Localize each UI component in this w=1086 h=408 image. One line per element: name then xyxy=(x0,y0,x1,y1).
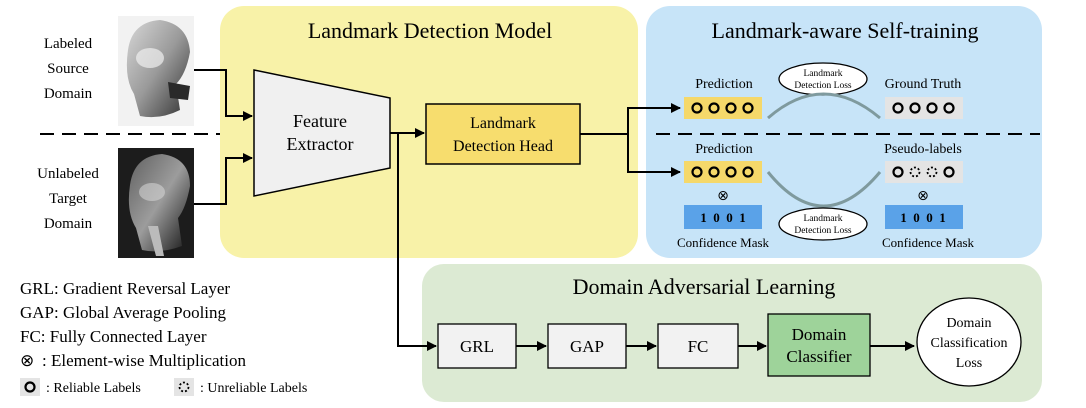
legend-fc: FC: Fully Connected Layer xyxy=(20,327,207,346)
svg-text:Landmark: Landmark xyxy=(803,214,842,224)
legend-unreliable: : Unreliable Labels xyxy=(200,381,307,396)
self-training-title: Landmark-aware Self-training xyxy=(712,18,979,43)
svg-text:Landmark: Landmark xyxy=(470,115,536,132)
legend-mult: : Element-wise Multiplication xyxy=(42,351,246,370)
source-domain-label: Labeled Source Domain xyxy=(44,36,93,102)
unreliable-label-icon xyxy=(178,381,190,393)
ground-truth-box xyxy=(885,97,963,119)
domain-classification-loss xyxy=(916,297,1022,387)
loss-label-bottom: Landmark Detection Loss xyxy=(794,214,852,236)
detection-head-label: Landmark Detection Head xyxy=(453,115,553,155)
svg-text:Target: Target xyxy=(49,191,88,207)
pseudo-labels-landmarks xyxy=(892,166,955,178)
domain-classifier-box xyxy=(767,313,871,377)
gap-label: GAP xyxy=(570,337,604,356)
legend-reliable-swatch xyxy=(20,378,40,396)
grl-box xyxy=(437,323,517,369)
svg-text:Labeled: Labeled xyxy=(44,36,93,52)
svg-text:Source: Source xyxy=(47,61,89,77)
head-to-source-prediction-arrow xyxy=(580,103,681,135)
domain-classifier-label: Domain Classifier xyxy=(786,325,851,366)
svg-text:Domain: Domain xyxy=(44,86,93,102)
loss-ellipse-bottom xyxy=(778,207,868,241)
svg-text:Detection Head: Detection Head xyxy=(453,138,553,155)
head-to-target-prediction-arrow xyxy=(627,134,681,177)
confidence-mask-left-caption: Confidence Mask xyxy=(677,235,770,250)
source-xray-image xyxy=(118,16,194,126)
model-panel-title: Landmark Detection Model xyxy=(308,18,552,43)
fc-box xyxy=(657,323,739,369)
svg-text:Loss: Loss xyxy=(956,356,982,371)
prediction-landmarks-top xyxy=(691,102,754,114)
adversarial-title: Domain Adversarial Learning xyxy=(573,274,836,299)
gap-box xyxy=(547,323,627,369)
pseudo-labels-box xyxy=(885,161,963,183)
svg-text:Extractor: Extractor xyxy=(287,134,354,154)
svg-text:Detection Loss: Detection Loss xyxy=(794,81,852,91)
legend-reliable: : Reliable Labels xyxy=(46,381,141,396)
target-domain-label: Unlabeled Target Domain xyxy=(37,166,99,232)
multiply-symbol-left: ⊗ xyxy=(717,188,729,204)
ground-truth-landmarks xyxy=(892,102,955,114)
grl-label: GRL xyxy=(460,337,494,356)
self-training-panel xyxy=(646,6,1042,258)
source-arrow xyxy=(194,69,253,121)
svg-text:Classification: Classification xyxy=(931,336,1008,351)
ground-truth-label: Ground Truth xyxy=(885,77,962,92)
extractor-to-grl-arrow xyxy=(397,133,437,351)
prediction-box-bottom xyxy=(684,161,762,183)
svg-text:Unlabeled: Unlabeled xyxy=(37,166,99,182)
legend-mult-symbol: ⊗ xyxy=(20,351,34,371)
target-xray-image xyxy=(118,148,194,258)
prediction-landmarks-bottom xyxy=(691,166,754,178)
feature-extractor-label: Feature Extractor xyxy=(287,111,354,154)
target-arrow xyxy=(194,153,253,205)
pseudo-labels-label: Pseudo-labels xyxy=(884,142,962,157)
loss-label-top: Landmark Detection Loss xyxy=(794,69,852,91)
prediction-label-top: Prediction xyxy=(695,77,753,92)
prediction-box-top xyxy=(684,97,762,119)
svg-text:Domain: Domain xyxy=(792,325,847,344)
svg-text:Domain: Domain xyxy=(946,316,991,331)
domain-classification-loss-label: Domain Classification Loss xyxy=(931,316,1008,371)
svg-text:Domain: Domain xyxy=(44,216,93,232)
confidence-mask-left-values: 1 0 0 1 xyxy=(700,210,746,225)
svg-text:Classifier: Classifier xyxy=(786,347,851,366)
fc-label: FC xyxy=(688,337,709,356)
legend-gap: GAP: Global Average Pooling xyxy=(20,303,227,322)
feature-extractor xyxy=(253,69,391,197)
prediction-label-bottom: Prediction xyxy=(695,142,753,157)
confidence-mask-right-caption: Confidence Mask xyxy=(882,235,975,250)
landmark-detection-head xyxy=(425,103,581,165)
confidence-mask-right xyxy=(885,205,963,229)
legend-grl: GRL: Gradient Reversal Layer xyxy=(20,279,230,298)
loss-curve-bottom xyxy=(766,171,882,208)
svg-text:Detection Loss: Detection Loss xyxy=(794,226,852,236)
confidence-mask-right-values: 1 0 0 1 xyxy=(900,210,946,225)
svg-text:Feature: Feature xyxy=(293,111,347,131)
loss-curve-top xyxy=(767,92,881,120)
reliable-label-icon xyxy=(24,381,36,393)
multiply-symbol-right: ⊗ xyxy=(917,188,929,204)
legend-unreliable-swatch xyxy=(174,378,194,396)
svg-text:Landmark: Landmark xyxy=(803,69,842,79)
confidence-mask-left xyxy=(684,205,762,229)
